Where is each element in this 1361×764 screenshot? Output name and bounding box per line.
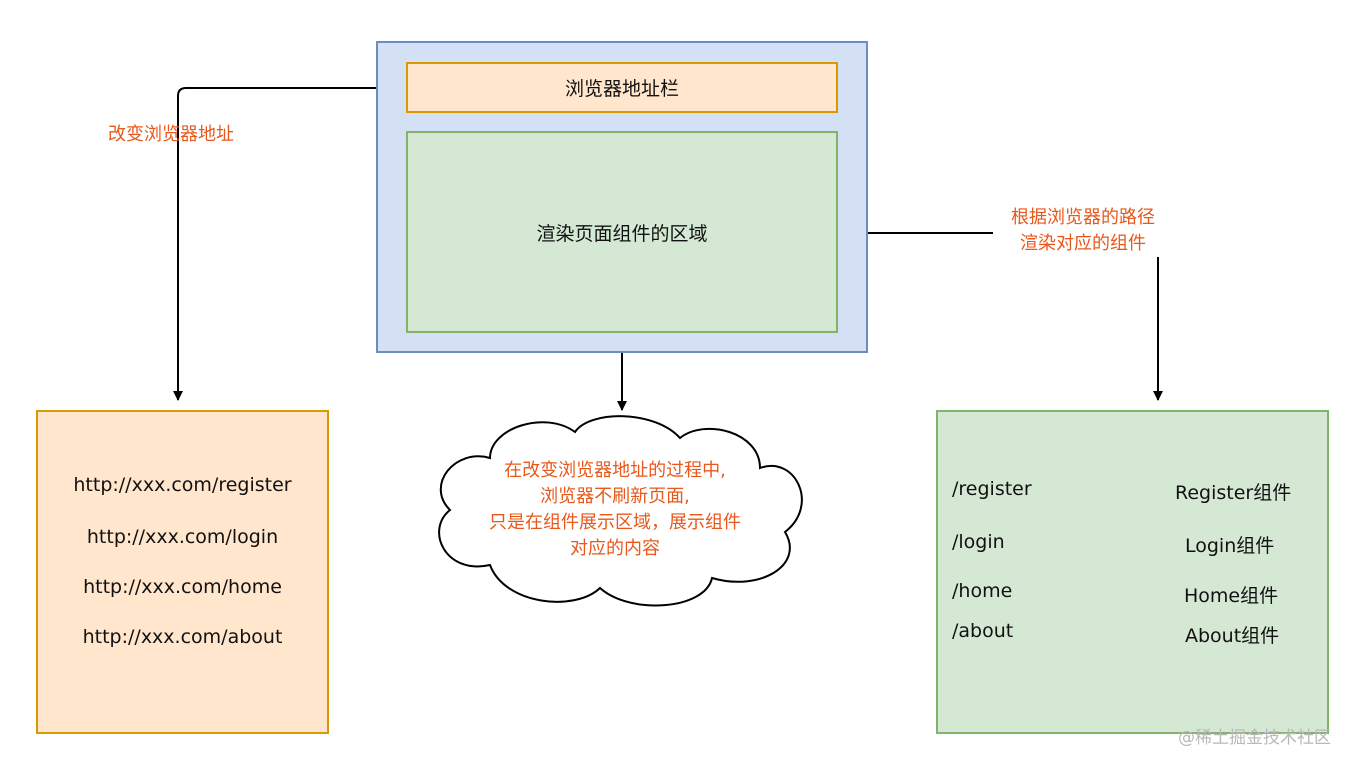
url-home: http://xxx.com/home bbox=[83, 576, 282, 598]
watermark: @稀土掘金技术社区 bbox=[1178, 728, 1331, 748]
route-component-about: About组件 bbox=[1185, 625, 1280, 647]
route-component-login: Login组件 bbox=[1185, 535, 1275, 557]
route-path-about: /about bbox=[952, 620, 1014, 642]
route-path-login: /login bbox=[952, 531, 1005, 553]
annotation-render-line-1: 根据浏览器的路径 bbox=[1011, 207, 1155, 228]
address-bar-label: 浏览器地址栏 bbox=[564, 78, 679, 100]
render-area-label: 渲染页面组件的区域 bbox=[536, 222, 708, 245]
address-bar: 浏览器地址栏 bbox=[406, 62, 838, 113]
render-area: 渲染页面组件的区域 bbox=[406, 131, 838, 333]
arrow-address-to-urls bbox=[173, 87, 406, 401]
url-register: http://xxx.com/register bbox=[73, 474, 292, 496]
url-list-box: http://xxx.com/register http://xxx.com/l… bbox=[36, 410, 329, 734]
url-about: http://xxx.com/about bbox=[82, 626, 283, 648]
cloud-line-3: 只是在组件展示区域，展示组件 bbox=[489, 512, 741, 533]
annotation-render-by-path: 根据浏览器的路径 渲染对应的组件 bbox=[993, 205, 1173, 257]
route-path-home: /home bbox=[952, 580, 1013, 602]
routes-box bbox=[936, 410, 1329, 734]
route-path-register: /register bbox=[952, 478, 1032, 500]
url-login: http://xxx.com/login bbox=[86, 526, 279, 548]
cloud-line-4: 对应的内容 bbox=[570, 538, 660, 559]
cloud-line-2: 浏览器不刷新页面, bbox=[540, 486, 690, 507]
cloud-text: 在改变浏览器地址的过程中, 浏览器不刷新页面, 只是在组件展示区域，展示组件 对… bbox=[440, 458, 790, 562]
route-component-register: Register组件 bbox=[1175, 482, 1292, 504]
annotation-render-line-2: 渲染对应的组件 bbox=[1020, 233, 1146, 254]
cloud-shape bbox=[438, 415, 803, 607]
annotation-change-address: 改变浏览器地址 bbox=[108, 124, 234, 145]
cloud-line-1: 在改变浏览器地址的过程中, bbox=[504, 460, 726, 481]
route-component-home: Home组件 bbox=[1184, 585, 1279, 607]
